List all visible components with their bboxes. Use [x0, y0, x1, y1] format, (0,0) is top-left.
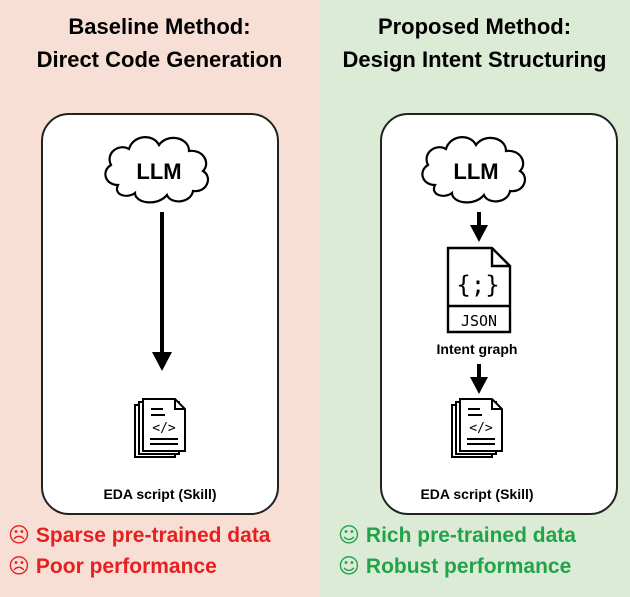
proposed-outcome-2-text: Robust performance [365, 555, 572, 578]
baseline-outcome-1: ☹Sparse pre-trained data [8, 522, 271, 549]
baseline-arrow [152, 212, 172, 371]
baseline-card: LLM </> EDA script (Skill) [41, 113, 279, 515]
intent-graph-label: Intent graph [436, 341, 518, 357]
proposed-title-line2: Design Intent Structuring [342, 47, 607, 72]
smile-face-icon: ☺ [338, 523, 360, 547]
json-tag: JSON [461, 312, 497, 330]
baseline-panel: Baseline Method: Direct Code Generation … [0, 0, 319, 597]
baseline-title-line2: Direct Code Generation [36, 47, 283, 72]
smile-face-icon: ☺ [338, 554, 360, 578]
sad-face-icon: ☹ [8, 523, 30, 547]
proposed-outcome-1-text: Rich pre-trained data [365, 524, 576, 547]
code-glyph: </> [152, 421, 176, 436]
proposed-diagram: LLM {;} JSON [421, 136, 527, 458]
llm-cloud-icon: LLM [104, 136, 210, 204]
baseline-outcome-2-text: Poor performance [35, 555, 217, 578]
baseline-title-line1: Baseline Method: [68, 14, 251, 39]
sad-face-icon: ☹ [8, 554, 30, 578]
baseline-outcome-1-text: Sparse pre-trained data [35, 524, 271, 547]
json-file-icon: {;} JSON [446, 246, 512, 334]
proposed-llm-label: LLM [453, 159, 498, 184]
proposed-arrow-2 [470, 364, 488, 394]
json-braces: {;} [456, 271, 499, 299]
proposed-script-label: EDA script (Skill) [420, 486, 534, 502]
baseline-diagram: LLM </> [104, 136, 210, 458]
script-document-icon: </> [451, 398, 503, 458]
proposed-outcome-2: ☺Robust performance [338, 553, 571, 580]
proposed-arrow-1 [470, 212, 488, 242]
script-document-icon: </> [134, 398, 186, 458]
code-glyph: </> [469, 421, 493, 436]
proposed-outcome-1: ☺Rich pre-trained data [338, 522, 576, 549]
baseline-llm-label: LLM [136, 159, 181, 184]
baseline-script-label: EDA script (Skill) [103, 486, 217, 502]
proposed-card: LLM {;} JSON [380, 113, 618, 515]
baseline-outcome-2: ☹Poor performance [8, 553, 217, 580]
proposed-title-line1: Proposed Method: [377, 14, 572, 39]
llm-cloud-icon: LLM [421, 136, 527, 204]
proposed-panel: Proposed Method: Design Intent Structuri… [319, 0, 630, 597]
